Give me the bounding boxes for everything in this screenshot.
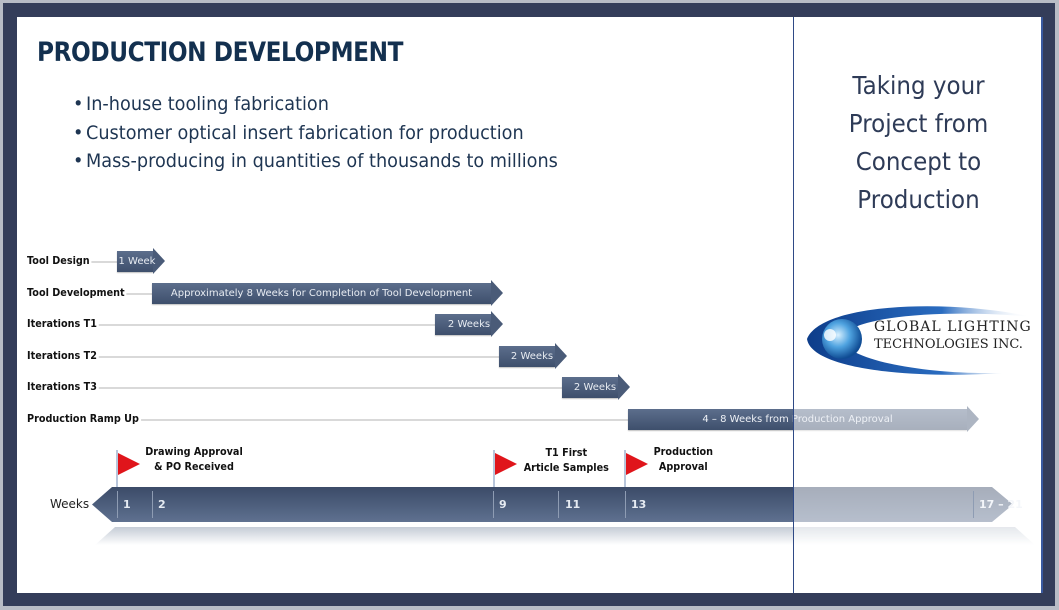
logo-line-2: TECHNOLOGIES INC. [874, 337, 1023, 352]
arrow-tip-icon [153, 248, 165, 274]
milestone-label-line: T1 First [545, 447, 588, 459]
row-label-iterations-t1: Iterations T1 [27, 318, 99, 330]
bullet-text: Mass-producing in quantities of thousand… [86, 150, 558, 172]
bullet-text: In-house tooling fabrication [86, 93, 329, 115]
week-tick-label: 2 [158, 498, 166, 511]
company-logo: GLOBAL LIGHTING TECHNOLOGIES INC. [802, 297, 1037, 377]
bar-label: Approximately 8 Weeks for Completion of … [170, 288, 473, 299]
bar-label: 2 Weeks [510, 351, 554, 362]
row-label-production-ramp-up: Production Ramp Up [27, 413, 141, 425]
tagline-line: Taking your [852, 71, 985, 100]
gantt-bar-production-ramp-up-label: 4 – 8 Weeks from Production Approval [628, 409, 967, 430]
milestone-label-t1-first-article: T1 First Article Samples [524, 446, 609, 475]
tagline-line: Project from [848, 109, 989, 138]
milestone-flag-icon [624, 450, 664, 490]
gantt-bar-tool-design: 1 Week [117, 248, 165, 274]
panel-edge [1041, 17, 1043, 593]
bullet-item: •Customer optical insert fabrication for… [73, 119, 558, 148]
logo-line-1: GLOBAL LIGHTING [874, 319, 1032, 335]
row-label-iterations-t2: Iterations T2 [27, 350, 99, 362]
weeks-axis-bar [92, 487, 1013, 522]
week-tick-label: 9 [499, 498, 507, 511]
week-tick [117, 491, 118, 518]
bar-label: 2 Weeks [573, 382, 617, 393]
milestone-label-production-approval: Production Approval [654, 445, 713, 474]
arrow-tip-icon [555, 343, 567, 369]
row-guide-line [27, 356, 512, 358]
bullet-item: •Mass-producing in quantities of thousan… [73, 147, 558, 176]
bullet-text: Customer optical insert fabrication for … [86, 121, 524, 144]
row-label-tool-design: Tool Design [27, 255, 92, 267]
arrow-tip-icon [491, 311, 503, 337]
bullet-icon: • [73, 150, 84, 172]
tagline-line: Concept to [855, 147, 982, 176]
weeks-axis-label: Weeks [50, 497, 90, 511]
tagline-line: Production [857, 185, 980, 214]
week-tick [973, 491, 974, 518]
week-tick-label: 1 [123, 498, 131, 511]
row-guide-line [27, 324, 447, 326]
week-tick [493, 491, 494, 518]
arrow-tip-icon [618, 374, 630, 400]
week-tick-label: 11 [565, 498, 581, 511]
week-tick-label: 13 [631, 498, 647, 511]
milestone-label-line: Approval [658, 460, 708, 473]
slide: PRODUCTION DEVELOPMENT •In-house tooling… [17, 17, 1043, 593]
arrow-tip-icon [491, 280, 503, 306]
bar-label: 4 – 8 Weeks from Production Approval [702, 414, 893, 425]
right-panel-overlay [794, 17, 1043, 593]
gantt-bar-iterations-t2: 2 Weeks [499, 343, 567, 369]
bullet-item: •In-house tooling fabrication [73, 90, 558, 119]
week-tick [558, 491, 559, 518]
bar-label: 2 Weeks [447, 319, 491, 330]
milestone-flag-icon [116, 450, 156, 490]
milestone-label-line: Drawing Approval [145, 446, 243, 458]
milestone-flag-icon [493, 450, 533, 490]
row-label-tool-development: Tool Development [27, 287, 127, 299]
slide-title: PRODUCTION DEVELOPMENT [37, 37, 404, 68]
row-guide-line [27, 387, 575, 389]
row-label-iterations-t3: Iterations T3 [27, 381, 99, 393]
gantt-bar-iterations-t1: 2 Weeks [435, 311, 503, 337]
week-tick [152, 491, 153, 518]
gantt-bar-iterations-t3: 2 Weeks [562, 374, 630, 400]
globe-swoosh-icon [807, 306, 1032, 375]
milestone-label-line: Article Samples [523, 461, 609, 474]
week-tick [625, 491, 626, 518]
milestone-label-line: & PO Received [154, 460, 234, 473]
panel-divider [793, 17, 794, 593]
milestone-label-line: Production [653, 446, 714, 458]
tagline: Taking your Project from Concept to Prod… [794, 67, 1043, 219]
milestone-label-drawing-approval: Drawing Approval & PO Received [145, 445, 243, 474]
bullet-icon: • [73, 121, 84, 144]
week-tick-label: 17 – 21 [979, 498, 1023, 511]
bullet-list: •In-house tooling fabrication •Customer … [73, 90, 594, 176]
bar-label: 1 Week [118, 256, 156, 267]
row-guide-line [27, 419, 642, 421]
gantt-bar-tool-development: Approximately 8 Weeks for Completion of … [152, 280, 503, 306]
bullet-icon: • [73, 93, 84, 115]
